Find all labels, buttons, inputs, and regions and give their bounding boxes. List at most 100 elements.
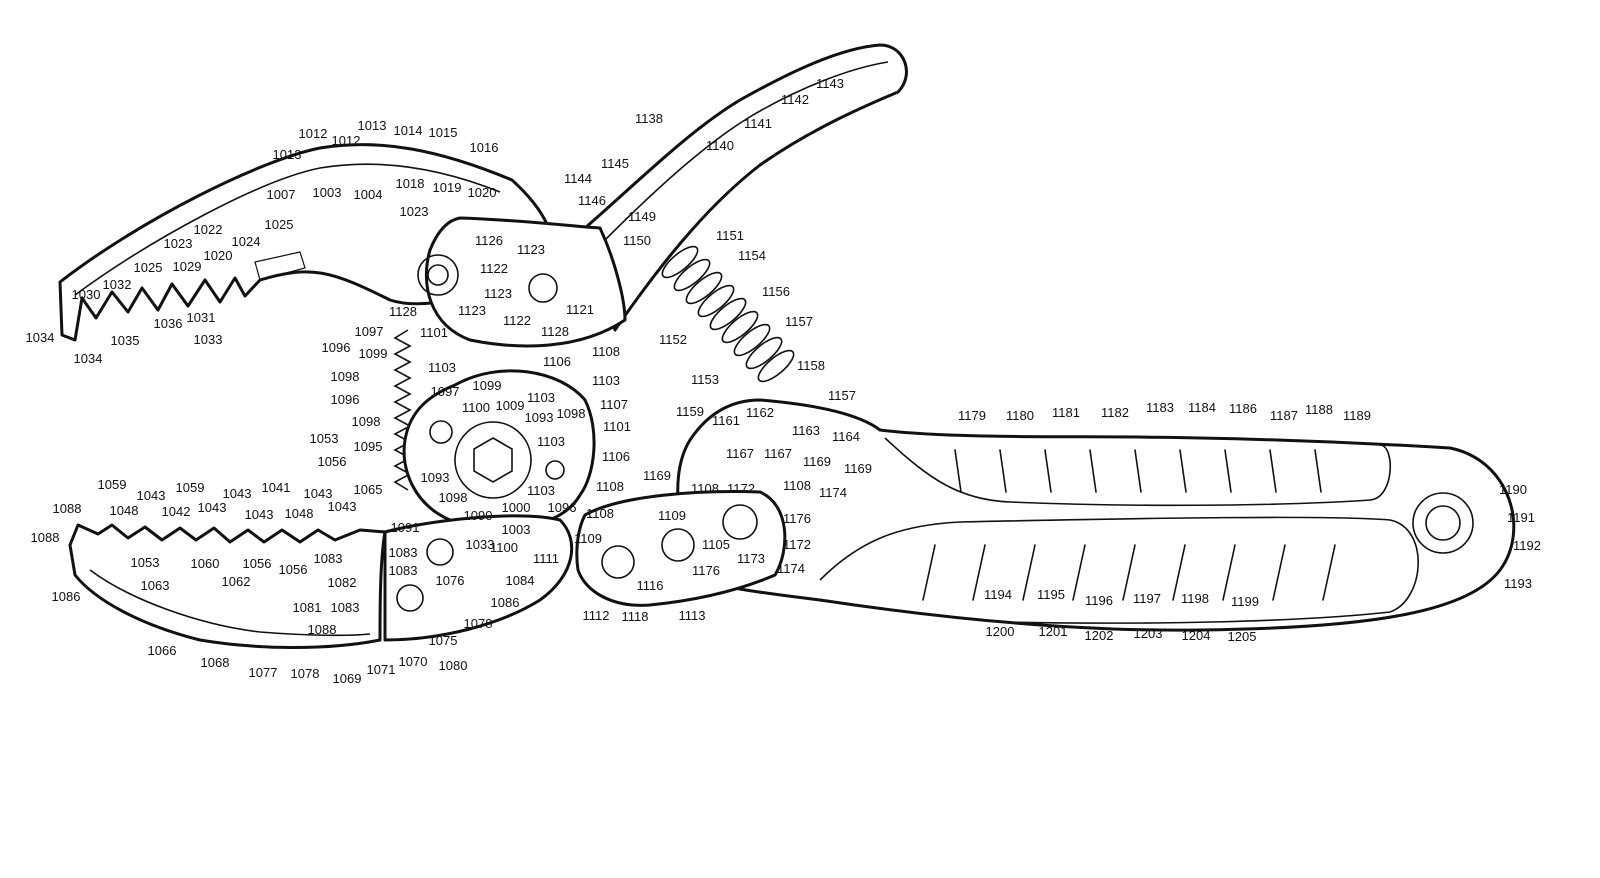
- reference-numeral: 1161: [712, 413, 740, 428]
- reference-numeral: 1096: [322, 340, 351, 355]
- link-bolt-a: [601, 545, 635, 579]
- reference-numeral: 1096: [331, 392, 360, 407]
- reference-numeral: 1090: [464, 508, 493, 523]
- reference-numeral: 1091: [391, 520, 420, 535]
- grip-slot: [1089, 449, 1097, 493]
- upper-jaw-edge: [74, 163, 501, 296]
- reference-numeral: 1128: [541, 324, 569, 339]
- reference-numeral: 1070: [399, 654, 428, 669]
- reference-numeral: 1078: [464, 616, 493, 631]
- gear-bolt-left: [429, 420, 453, 444]
- reference-numeral: 1013: [273, 147, 302, 162]
- reference-numeral: 1181: [1052, 405, 1080, 420]
- reference-numeral: 1096: [548, 500, 577, 515]
- reference-numeral: 1066: [148, 643, 177, 658]
- reference-numeral: 1140: [706, 138, 734, 153]
- reference-numeral: 1032: [103, 277, 132, 292]
- spring-coil-loop: [673, 258, 711, 292]
- reference-numeral: 1111: [533, 551, 559, 566]
- reference-numeral: 1062: [222, 574, 251, 589]
- reference-numeral: 1145: [601, 156, 629, 171]
- reference-numeral: 1048: [285, 506, 314, 521]
- upper-handle-edge: [604, 61, 889, 241]
- reference-numeral: 1033: [466, 537, 495, 552]
- reference-numeral: 1098: [557, 406, 586, 421]
- reference-numeral: 1156: [762, 284, 790, 299]
- reference-numeral: 1154: [738, 248, 766, 263]
- reference-numeral: 1099: [359, 346, 388, 361]
- spring-coil-loop: [757, 349, 795, 383]
- reference-numeral: 1128: [389, 304, 417, 319]
- grip-slot: [1122, 544, 1136, 601]
- handle-pivot-outer: [1412, 492, 1474, 554]
- grip-slot: [1322, 544, 1336, 601]
- reference-numeral: 1098: [331, 369, 360, 384]
- reference-numeral: 1043: [328, 499, 357, 514]
- reference-numeral: 1122: [480, 261, 508, 276]
- spring-coil-loop: [721, 310, 759, 344]
- spring-coil-loop: [733, 323, 771, 357]
- reference-numeral: 1108: [783, 478, 811, 493]
- reference-numeral: 1093: [421, 470, 450, 485]
- reference-numeral: 1043: [245, 507, 274, 522]
- reference-numeral: 1083: [331, 600, 360, 615]
- reference-numeral: 1146: [578, 193, 606, 208]
- reference-numeral: 1030: [72, 287, 101, 302]
- reference-numeral: 1071: [367, 662, 396, 677]
- spring-coil-loop: [697, 284, 735, 318]
- upper-lever-plate: [424, 216, 627, 348]
- reference-numeral: 1122: [503, 313, 531, 328]
- hex-bolt: [473, 437, 513, 483]
- reference-numeral: 1187: [1270, 408, 1298, 423]
- reference-numeral: 1203: [1134, 626, 1163, 641]
- reference-numeral: 1157: [828, 388, 856, 403]
- upper-pivot-outer: [417, 254, 459, 296]
- reference-numeral: 1095: [354, 439, 383, 454]
- reference-numeral: 1083: [389, 563, 418, 578]
- grip-slot: [1072, 544, 1086, 601]
- reference-numeral: 1099: [473, 378, 502, 393]
- reference-numeral: 1103: [428, 360, 456, 375]
- reference-numeral: 1191: [1507, 510, 1535, 525]
- reference-numeral: 1097: [355, 324, 384, 339]
- reference-numeral: 1192: [1513, 538, 1541, 553]
- reference-numeral: 1188: [1305, 402, 1333, 417]
- gear-bolt-right: [545, 460, 565, 480]
- reference-numeral: 1022: [194, 222, 223, 237]
- upper-pivot-inner: [427, 264, 449, 286]
- reference-numeral: 1048: [110, 503, 139, 518]
- reference-numeral: 1080: [439, 658, 468, 673]
- reference-numeral: 1172: [727, 481, 755, 496]
- grip-slot: [972, 544, 986, 601]
- reference-numeral: 1035: [111, 333, 140, 348]
- reference-numeral: 1065: [354, 482, 383, 497]
- reference-numeral: 1144: [564, 171, 592, 186]
- reference-numeral: 1068: [201, 655, 230, 670]
- reference-numeral: 1082: [328, 575, 357, 590]
- reference-numeral: 1041: [262, 480, 291, 495]
- reference-numeral: 1025: [134, 260, 163, 275]
- reference-numeral: 1020: [468, 185, 497, 200]
- reference-numeral: 1186: [1229, 401, 1257, 416]
- reference-numeral: 1169: [803, 454, 831, 469]
- reference-numeral: 1123: [484, 286, 512, 301]
- reference-numeral: 1202: [1085, 628, 1114, 643]
- reference-numeral: 1118: [622, 609, 649, 624]
- reference-numeral: 1109: [574, 531, 602, 546]
- reference-numeral: 1152: [659, 332, 687, 347]
- reference-numeral: 1059: [176, 480, 205, 495]
- reference-numeral: 1033: [194, 332, 223, 347]
- reference-numeral: 1093: [525, 410, 554, 425]
- reference-numeral: 1197: [1133, 591, 1161, 606]
- reference-numeral: 1199: [1231, 594, 1259, 609]
- reference-numeral: 1153: [691, 372, 719, 387]
- reference-numeral: 1107: [600, 397, 628, 412]
- reference-numeral: 1204: [1182, 628, 1211, 643]
- reference-numeral: 1084: [506, 573, 535, 588]
- reference-numeral: 1012: [299, 126, 328, 141]
- lower-jaw-bolt-a: [426, 538, 454, 566]
- reference-numeral: 1162: [746, 405, 774, 420]
- reference-numeral: 1042: [162, 504, 191, 519]
